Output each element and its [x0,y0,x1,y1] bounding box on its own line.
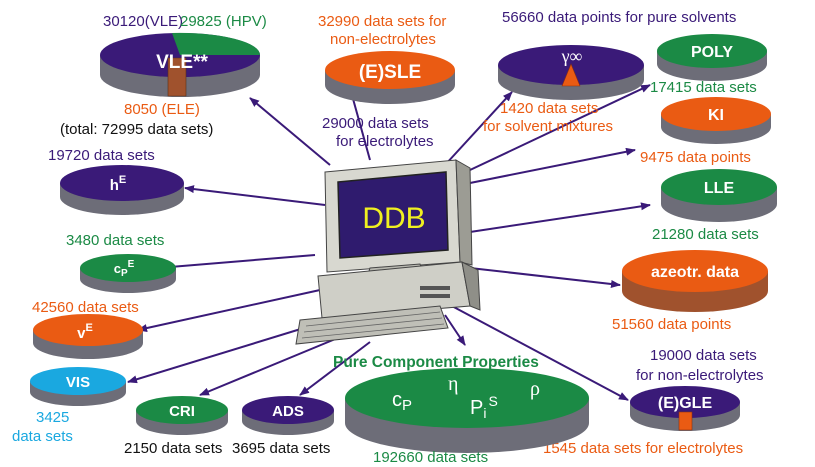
lle-node: LLE 21280 data sets [652,169,777,243]
arrow-gamma [444,91,513,166]
cpe-count: 3480 data sets [66,232,164,249]
poly-count: 17415 data sets [650,79,757,96]
gamma-node: γ∞ 56660 data points for pure solvents 1… [483,9,736,135]
esle-line2: non-electrolytes [330,31,436,48]
arrow-cpe [157,254,316,272]
vis-count1: 3425 [36,409,69,426]
he-node: hE 19720 data sets [48,147,184,215]
gamma-symbol: γ∞ [561,46,583,66]
arrow-he [184,185,326,206]
arrow-cri [199,334,346,396]
pure-symbol-cp: cP [392,389,412,414]
azeotr-count: 51560 data points [612,316,731,333]
gle-title: (E)GLE [658,395,713,412]
ve-title: vE [77,322,93,342]
ads-count: 3695 data sets [232,440,330,457]
pure-count: 192660 data sets [373,449,488,466]
azeotr-node: azeotr. data 51560 data points [612,250,768,333]
cpe-node: cPE 3480 data sets [66,232,176,293]
esle-below2: for electrolytes [336,133,434,150]
gle-line2: for non-electrolytes [636,367,764,384]
cri-title: CRI [169,403,195,420]
arrows [127,84,651,401]
ve-count: 42560 data sets [32,299,139,316]
vis-title: VIS [66,374,90,391]
vis-node: VIS 3425 data sets [12,367,126,445]
computer-icon: DDB [295,159,481,345]
ki-node: KI 9475 data points [640,97,771,166]
esle-below1: 29000 data sets [322,115,429,132]
arrow-gle [449,304,629,401]
arrow-azeotr [469,267,621,288]
arrow-ki [459,147,636,186]
vle-title: VLE** [156,52,208,73]
esle-title: (E)SLE [359,62,421,83]
cri-count: 2150 data sets [124,440,222,457]
vle-node: VLE** 30120(VLE) 29825 (HPV) 8050 (ELE) … [60,13,267,138]
arrow-vle [249,97,331,166]
pure-symbol-psat: PiS [470,393,498,421]
pure-symbol-rho: ρ [530,378,540,400]
poly-node: POLY 17415 data sets [650,34,767,96]
arrow-vis [127,319,331,384]
he-title: hE [110,174,127,194]
cpe-title: cPE [114,259,135,279]
arrow-ve [137,289,321,332]
he-count: 19720 data sets [48,147,155,164]
gamma-below2: for solvent mixtures [483,118,613,135]
cri-node: CRI 2150 data sets [124,396,228,457]
arrow-lle [469,202,651,233]
poly-title: POLY [691,44,733,61]
lle-count: 21280 data sets [652,226,759,243]
ads-node: ADS 3695 data sets [232,396,334,457]
gle-line1: 19000 data sets [650,347,757,364]
ki-count: 9475 data points [640,149,751,166]
pure-symbol-eta: η [448,373,458,395]
ads-title: ADS [272,403,304,420]
vis-count2: data sets [12,428,73,445]
azeotr-title: azeotr. data [651,264,739,281]
vle-count: 30120(VLE) [103,13,183,30]
gle-node: (E)GLE 19000 data sets for non-electroly… [543,347,764,457]
pure-title: Pure Component Properties [333,354,539,371]
hpv-count: 29825 (HPV) [180,13,267,30]
screen-label: DDB [362,202,425,235]
esle-node: (E)SLE 32990 data sets for non-electroly… [318,13,455,150]
gamma-below1: 1420 data sets [500,100,598,117]
arrow-poly [469,84,651,171]
ki-title: KI [708,107,724,124]
vle-total: (total: 72995 data sets) [60,121,213,138]
gamma-line1: 56660 data points for pure solvents [502,9,736,26]
arrow-ads [299,341,371,396]
arrow-pure [444,314,466,346]
ele-count: 8050 (ELE) [124,101,200,118]
pure-node: Pure Component Properties cP η PiS ρ 192… [333,354,589,466]
ve-node: vE 42560 data sets [32,299,143,359]
lle-title: LLE [704,180,735,197]
esle-line1: 32990 data sets for [318,13,446,30]
gle-below: 1545 data sets for electrolytes [543,440,743,457]
